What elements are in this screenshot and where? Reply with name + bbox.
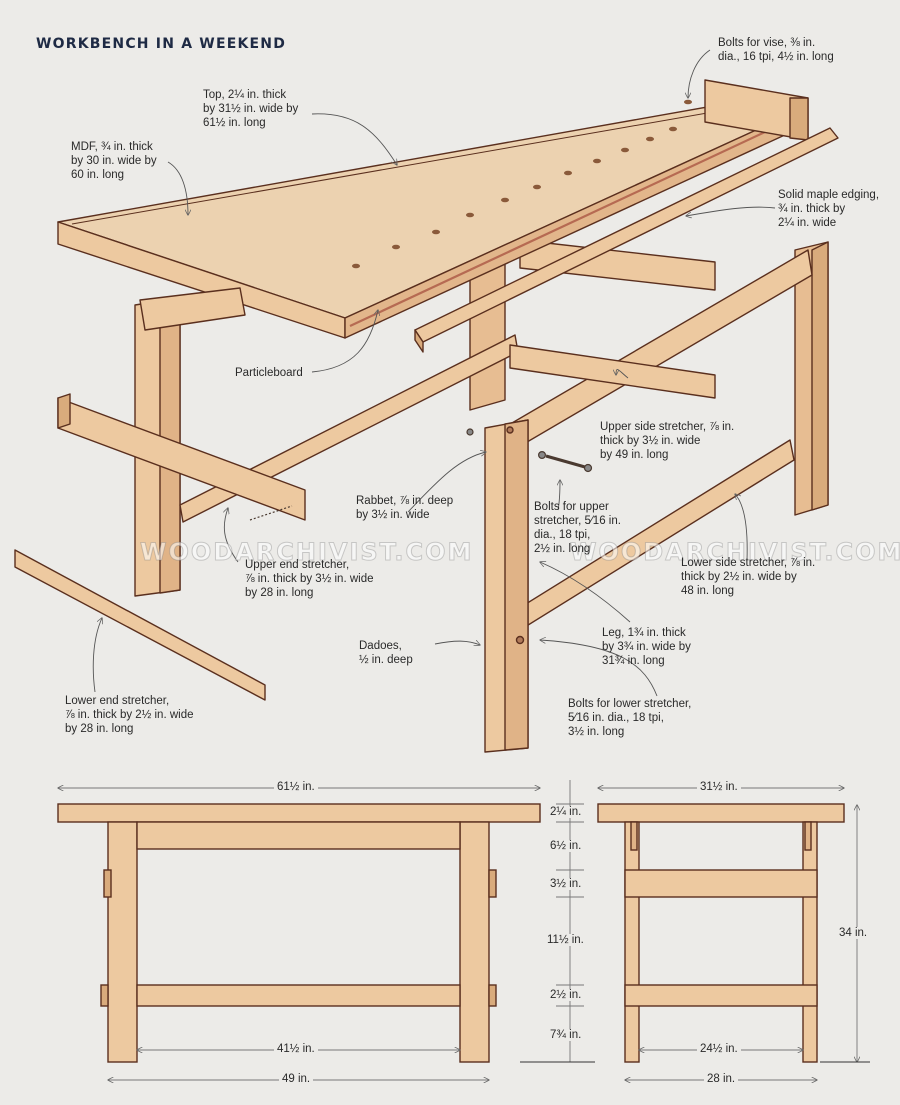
- watermark: WOODARCHIVIST.COM: [569, 538, 900, 567]
- front-view-top: [57, 803, 541, 823]
- dim-side-overall-height: 34 in.: [836, 927, 871, 939]
- page-title: WORKBENCH IN A WEEKEND: [36, 36, 287, 52]
- leader-lines: [92, 49, 776, 697]
- front-view: [57, 803, 541, 1063]
- dim-side-inner-span: 24½ in.: [697, 1043, 741, 1055]
- callout-upper-stretcher-bolts: Bolts for upper stretcher, 5⁄16 in. dia.…: [534, 501, 621, 555]
- dim-vertical-upper-stretcher: 3½ in.: [547, 878, 585, 890]
- back-side-stretcher: [179, 334, 519, 523]
- dim-vertical-top-thickness: 2¼ in.: [547, 806, 585, 818]
- callout-rabbet: Rabbet, ⅞ in. deep by 3½ in. wide: [356, 495, 454, 521]
- dim-side-leg-span: 28 in.: [704, 1073, 739, 1085]
- back-lower-stretcher: [509, 344, 716, 399]
- side-view-upper-stretcher: [624, 869, 818, 898]
- back-end-stretcher: [519, 239, 716, 291]
- callout-top: Top, 2¼ in. thick by 31½ in. wide by 61½…: [203, 89, 299, 129]
- dog-holes: [352, 99, 692, 269]
- side-view-left-leg: [624, 821, 640, 1063]
- callout-maple-edging: Solid maple edging, ¾ in. thick by 2¼ in…: [778, 189, 880, 229]
- watermark: WOODARCHIVIST.COM: [139, 538, 474, 567]
- dim-vertical-lower-stretcher: 2½ in.: [547, 989, 585, 1001]
- callout-lower-stretcher-bolts: Bolts for lower stretcher, 5⁄16 in. dia.…: [568, 698, 692, 738]
- dim-vertical-middle-gap: 11½ in.: [544, 934, 587, 946]
- callout-lower-side-stretcher: Lower side stretcher, ⅞ in. thick by 2½ …: [681, 557, 816, 597]
- callout-upper-end-stretcher: Upper end stretcher, ⅞ in. thick by 3½ i…: [245, 559, 374, 599]
- dim-front-overall-length: 61½ in.: [274, 781, 318, 793]
- side-view-lower-stretcher: [624, 984, 818, 1007]
- callout-dadoes: Dadoes, ½ in. deep: [359, 640, 413, 666]
- side-view: [597, 803, 845, 1063]
- dim-front-inner-span: 41½ in.: [274, 1043, 318, 1055]
- bolt-icons: [249, 428, 593, 521]
- lower-end-stretcher: [14, 549, 266, 701]
- dim-front-leg-span: 49 in.: [279, 1073, 314, 1085]
- callout-leg: Leg, 1¾ in. thick by 3¾ in. wide by 31¾ …: [602, 627, 691, 667]
- side-view-top: [597, 803, 845, 823]
- callout-upper-side-stretcher: Upper side stretcher, ⅞ in. thick by 3½ …: [600, 421, 735, 461]
- front-view-lower-stretcher: [136, 984, 461, 1007]
- dim-side-top-width: 31½ in.: [697, 781, 741, 793]
- callout-mdf: MDF, ¾ in. thick by 30 in. wide by 60 in…: [71, 141, 157, 181]
- upper-end-stretcher: [57, 397, 306, 521]
- dim-vertical-floor-gap: 7¾ in.: [547, 1029, 585, 1041]
- dim-vertical-upper-gap: 6½ in.: [547, 840, 585, 852]
- isometric-view: [14, 79, 839, 753]
- callout-particleboard: Particleboard: [235, 367, 303, 379]
- front-view-right-leg: [459, 821, 490, 1063]
- side-view-right-leg: [802, 821, 818, 1063]
- callout-lower-end-stretcher: Lower end stretcher, ⅞ in. thick by 2½ i…: [65, 695, 194, 735]
- front-view-upper-stretcher: [136, 821, 461, 850]
- front-view-left-leg: [107, 821, 138, 1063]
- callout-vise-bolts: Bolts for vise, ⅜ in. dia., 16 tpi, 4½ i…: [718, 37, 834, 63]
